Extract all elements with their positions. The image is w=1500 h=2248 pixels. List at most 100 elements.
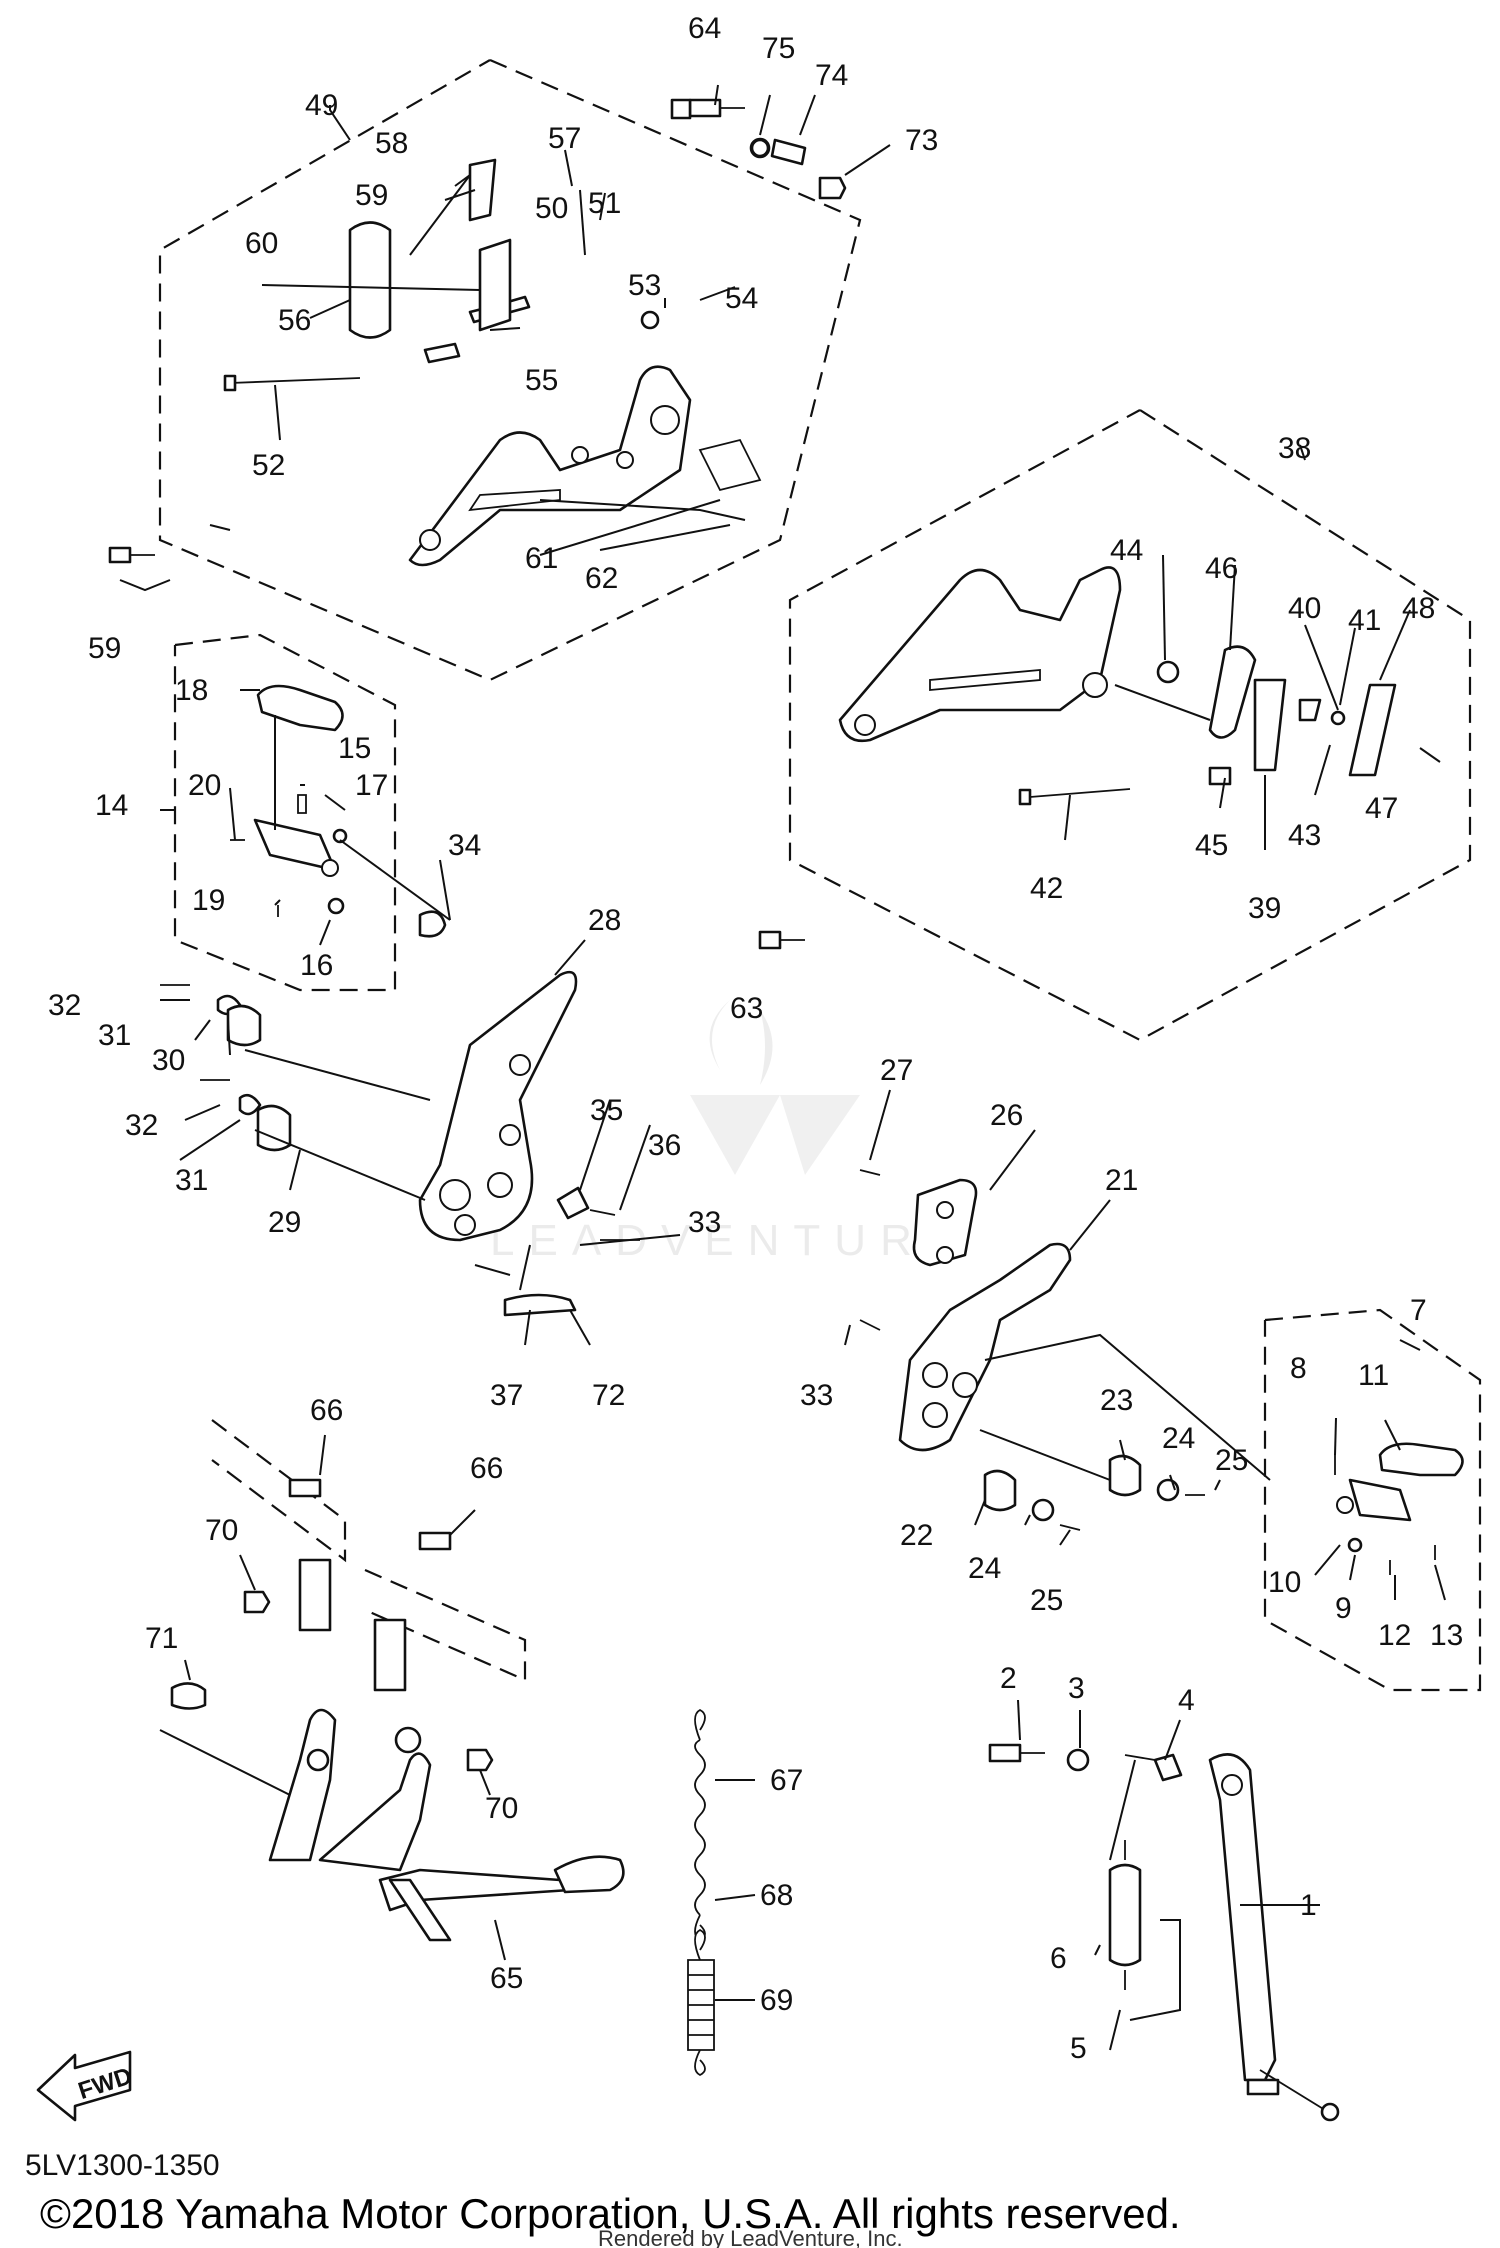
callout-57: 57 (548, 122, 581, 155)
callout-2: 2 (1000, 1662, 1017, 1695)
callout-4: 4 (1178, 1684, 1195, 1717)
callout-12: 12 (1378, 1619, 1411, 1652)
callout-40: 40 (1288, 592, 1321, 625)
leadventure-watermark: LEADVENTURE (490, 1000, 969, 1265)
callout-60: 60 (245, 227, 278, 260)
callout-70b: 70 (485, 1792, 518, 1825)
footpeg-assembly-14 (230, 684, 348, 917)
callout-25b: 25 (1030, 1584, 1063, 1617)
callout-51: 51 (588, 187, 621, 220)
callout-29: 29 (268, 1206, 301, 1239)
callout-23: 23 (1100, 1384, 1133, 1417)
callout-5: 5 (1070, 2032, 1087, 2065)
callout-14: 14 (95, 789, 128, 822)
callout-3: 3 (1068, 1672, 1085, 1705)
callout-1: 1 (1300, 1889, 1317, 1922)
callout-58: 58 (375, 127, 408, 160)
callout-18: 18 (175, 674, 208, 707)
callout-55: 55 (525, 364, 558, 397)
callout-64: 64 (688, 12, 721, 45)
group-outline-49 (158, 58, 862, 682)
callout-16: 16 (300, 949, 333, 982)
callout-11: 11 (1358, 1359, 1389, 1392)
callout-8: 8 (1290, 1352, 1307, 1385)
callout-20: 20 (188, 769, 221, 802)
callout-67: 67 (770, 1764, 803, 1797)
callout-49: 49 (305, 89, 338, 122)
callout-48: 48 (1402, 592, 1435, 625)
callout-33a: 33 (688, 1206, 721, 1239)
footrest-bracket-21 (859, 1169, 1205, 1531)
rear-footrest-bracket-49 (108, 98, 847, 567)
callout-73: 73 (905, 124, 938, 157)
side-stand-1 (988, 1743, 1340, 2122)
callout-9: 9 (1335, 1592, 1352, 1625)
callout-28: 28 (588, 904, 621, 937)
group-outline-66a (211, 1419, 347, 1563)
center-stand-65 (170, 1478, 625, 1942)
callout-50: 50 (535, 192, 568, 225)
callout-36: 36 (648, 1129, 681, 1162)
group-outline-66b (364, 1568, 527, 1682)
callout-59a: 59 (355, 179, 388, 212)
callout-43: 43 (1288, 819, 1321, 852)
group-outline-7 (1263, 1308, 1482, 1692)
callout-labels: 64 75 74 73 49 58 57 59 60 50 51 53 54 5… (48, 12, 1463, 2065)
callout-53: 53 (628, 269, 661, 302)
callout-71: 71 (145, 1622, 178, 1655)
callout-74: 74 (815, 59, 848, 92)
spring-67 (694, 1708, 706, 1942)
footrest-bracket-28 (160, 910, 640, 1317)
callout-39: 39 (1248, 892, 1281, 925)
callout-35: 35 (590, 1094, 623, 1127)
callout-72: 72 (592, 1379, 625, 1412)
callout-62: 62 (585, 562, 618, 595)
bushing-set-64-75 (670, 98, 770, 158)
spring-69 (687, 1928, 715, 2077)
callout-68: 68 (760, 1879, 793, 1912)
rear-footrest-bracket-38 (758, 566, 1397, 950)
callout-70a: 70 (205, 1514, 238, 1547)
callout-45: 45 (1195, 829, 1228, 862)
watermark-text: LEADVENTURE (490, 1216, 969, 1265)
callout-41: 41 (1348, 604, 1381, 637)
callout-24a: 24 (1162, 1422, 1195, 1455)
diagram-code: 5LV1300-1350 (25, 2149, 220, 2182)
callout-38: 38 (1278, 432, 1311, 465)
leader-lines (119, 84, 1446, 2051)
callout-33b: 33 (800, 1379, 833, 1412)
callout-44: 44 (1110, 534, 1143, 567)
callout-34: 34 (448, 829, 481, 862)
callout-26: 26 (990, 1099, 1023, 1132)
callout-54: 54 (725, 282, 758, 315)
callout-75: 75 (762, 32, 795, 65)
callout-66b: 66 (470, 1452, 503, 1485)
callout-69: 69 (760, 1984, 793, 2017)
callout-66a: 66 (310, 1394, 343, 1427)
callout-31b: 31 (175, 1164, 208, 1197)
callout-10: 10 (1268, 1566, 1301, 1599)
callout-15: 15 (338, 732, 371, 765)
rendered-by-notice: Rendered by LeadVenture, Inc. (598, 2226, 903, 2248)
callout-32a: 32 (48, 989, 81, 1022)
callout-22: 22 (900, 1519, 933, 1552)
callout-59b: 59 (88, 632, 121, 665)
callout-46: 46 (1205, 552, 1238, 585)
callout-47: 47 (1365, 792, 1398, 825)
callout-32b: 32 (125, 1109, 158, 1142)
callout-61: 61 (525, 542, 558, 575)
callout-31a: 31 (98, 1019, 131, 1052)
callout-21: 21 (1105, 1164, 1138, 1197)
callout-30: 30 (152, 1044, 185, 1077)
callout-52: 52 (252, 449, 285, 482)
callout-6: 6 (1050, 1942, 1067, 1975)
callout-13: 13 (1430, 1619, 1463, 1652)
callout-25a: 25 (1215, 1444, 1248, 1477)
callout-63: 63 (730, 992, 763, 1025)
group-outline-38 (788, 409, 1472, 1042)
group-outline-14 (173, 633, 397, 992)
callout-7: 7 (1410, 1294, 1427, 1327)
callout-27: 27 (880, 1054, 913, 1087)
